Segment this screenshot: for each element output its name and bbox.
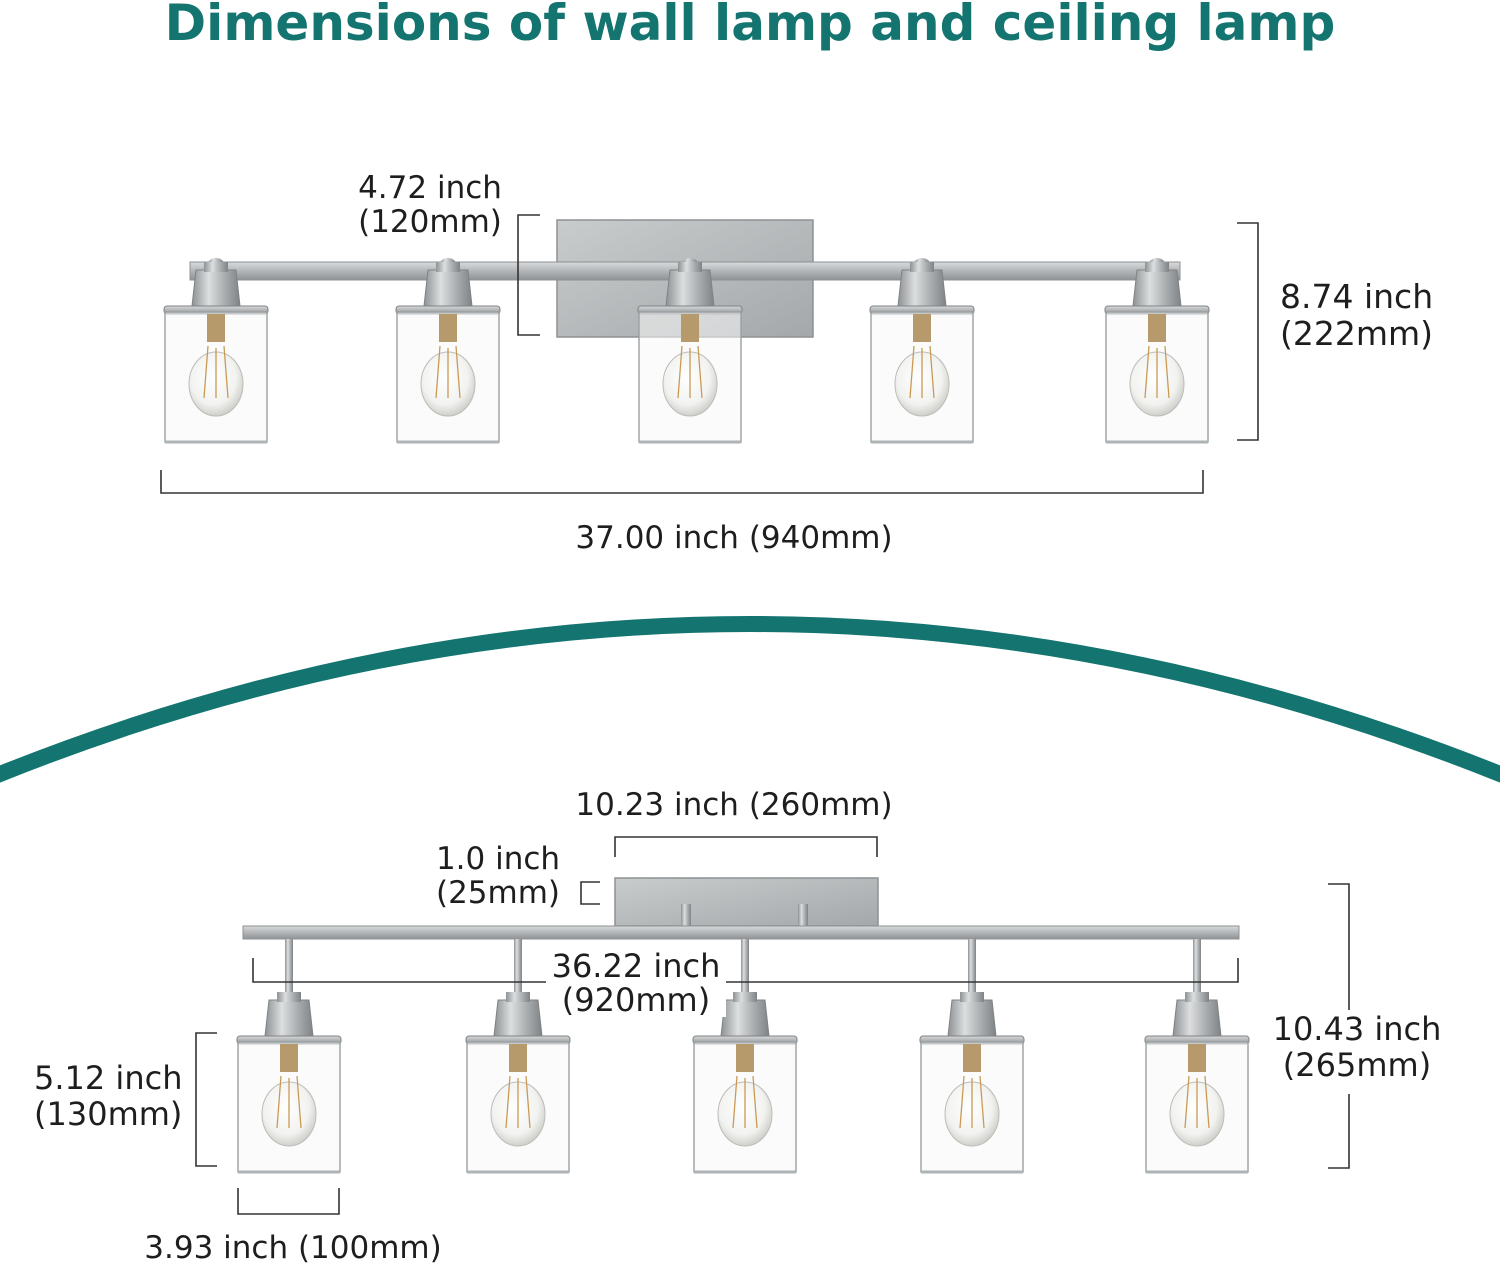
wall-backplate-height-bracket bbox=[517, 214, 540, 336]
canopy-post-right bbox=[798, 904, 808, 928]
dim-inch: 4.72 inch bbox=[358, 170, 502, 206]
lamp-shade bbox=[465, 939, 571, 1174]
canopy-width-label: 10.23 inch (260mm) bbox=[575, 787, 893, 823]
canopy-post-left bbox=[681, 904, 691, 928]
dim-inch: 10.43 inch bbox=[1272, 1010, 1442, 1048]
wall-lamp bbox=[163, 219, 1210, 444]
wall-width-label: 37.00 inch (940mm) bbox=[575, 520, 893, 556]
ceiling-lamp bbox=[236, 877, 1250, 1174]
shade-height-label: 5.12 inch (130mm) bbox=[34, 1060, 182, 1132]
lamp-shade bbox=[1104, 258, 1210, 444]
bulb-filament bbox=[203, 345, 229, 399]
label-backdrop bbox=[1268, 1010, 1438, 1094]
lamp-stem bbox=[968, 939, 976, 996]
dim-mm: (920mm) bbox=[561, 981, 711, 1019]
wall-shades bbox=[163, 258, 1210, 444]
lamp-stem bbox=[1193, 939, 1201, 996]
socket-collar bbox=[960, 992, 984, 1002]
dim-mm: (120mm) bbox=[358, 204, 502, 240]
ceiling-canopy bbox=[614, 877, 879, 927]
socket-collar bbox=[733, 992, 757, 1002]
bulb-filament bbox=[1144, 345, 1170, 399]
lamp-shade bbox=[1144, 939, 1250, 1174]
dim-mm: (222mm) bbox=[1280, 314, 1434, 353]
lamp-stem bbox=[285, 939, 293, 996]
bulb-filament bbox=[1184, 1075, 1210, 1129]
socket-collar bbox=[204, 262, 228, 272]
socket-cup bbox=[665, 269, 715, 307]
socket-collar bbox=[1145, 262, 1169, 272]
wall-width-bracket bbox=[160, 470, 1204, 494]
bulb-base bbox=[509, 1044, 527, 1072]
bulb-base bbox=[1188, 1044, 1206, 1072]
socket-cup bbox=[493, 999, 543, 1037]
dim-inch: 8.74 inch bbox=[1280, 277, 1434, 316]
bulb-filament bbox=[677, 345, 703, 399]
socket-cup bbox=[947, 999, 997, 1037]
socket-collar bbox=[506, 992, 530, 1002]
bulb-base bbox=[280, 1044, 298, 1072]
socket-cup bbox=[1132, 269, 1182, 307]
page-title: Dimensions of wall lamp and ceiling lamp bbox=[164, 0, 1336, 52]
socket-collar bbox=[678, 262, 702, 272]
bulb-filament bbox=[505, 1075, 531, 1129]
bulb-base bbox=[1148, 314, 1166, 342]
canopy-height-label: 1.0 inch (25mm) bbox=[418, 842, 578, 910]
socket-collar bbox=[436, 262, 460, 272]
separator-arc bbox=[0, 616, 1500, 783]
socket-collar bbox=[1185, 992, 1209, 1002]
lamp-shade bbox=[163, 258, 269, 444]
dim-inch: 1.0 inch bbox=[435, 841, 561, 877]
dim-mm: (25mm) bbox=[435, 875, 561, 911]
lamp-shade bbox=[919, 939, 1025, 1174]
dim-inch: 36.22 inch bbox=[551, 947, 721, 985]
bulb-filament bbox=[276, 1075, 302, 1129]
lamp-shade bbox=[236, 939, 342, 1174]
bar-length-bracket bbox=[252, 958, 1239, 983]
bulb-filament bbox=[732, 1075, 758, 1129]
lamp-stem bbox=[514, 939, 522, 996]
lamp-shade bbox=[692, 939, 798, 1174]
shade-height-bracket bbox=[195, 1032, 217, 1167]
dim-inch: 5.12 inch bbox=[34, 1059, 183, 1097]
canopy-width-bracket bbox=[614, 836, 878, 857]
socket-collar bbox=[277, 992, 301, 1002]
bulb-base bbox=[913, 314, 931, 342]
socket-cup bbox=[191, 269, 241, 307]
lamp-stem bbox=[741, 939, 749, 996]
wall-height-label: 8.74 inch (222mm) bbox=[1280, 278, 1433, 352]
bulb-filament bbox=[909, 345, 935, 399]
lamp-shade bbox=[869, 258, 975, 444]
ceiling-bar bbox=[242, 925, 1240, 940]
dim-mm: (265mm) bbox=[1282, 1046, 1432, 1084]
total-height-label: 10.43 inch (265mm) bbox=[1268, 1011, 1446, 1083]
bulb-filament bbox=[435, 345, 461, 399]
wall-height-bracket bbox=[1237, 222, 1259, 441]
bar-length-label: 36.22 inch (920mm) bbox=[546, 949, 726, 1017]
shade-width-label: 3.93 inch (100mm) bbox=[144, 1230, 442, 1266]
shade-width-bracket bbox=[237, 1188, 340, 1215]
bulb-base bbox=[681, 314, 699, 342]
bulb-base bbox=[736, 1044, 754, 1072]
socket-collar bbox=[910, 262, 934, 272]
socket-cup bbox=[720, 999, 770, 1037]
canopy-height-bracket bbox=[580, 881, 600, 905]
socket-cup bbox=[1172, 999, 1222, 1037]
socket-cup bbox=[264, 999, 314, 1037]
bulb-base bbox=[439, 314, 457, 342]
wall-backplate-height-label: 4.72 inch (120mm) bbox=[345, 171, 515, 239]
lamp-shade bbox=[395, 258, 501, 444]
dim-mm: (130mm) bbox=[34, 1095, 183, 1133]
socket-cup bbox=[423, 269, 473, 307]
socket-cup bbox=[897, 269, 947, 307]
ceiling-shades bbox=[236, 939, 1250, 1174]
bulb-filament bbox=[959, 1075, 985, 1129]
lamp-shade bbox=[637, 258, 743, 444]
bulb-base bbox=[207, 314, 225, 342]
bulb-base bbox=[963, 1044, 981, 1072]
